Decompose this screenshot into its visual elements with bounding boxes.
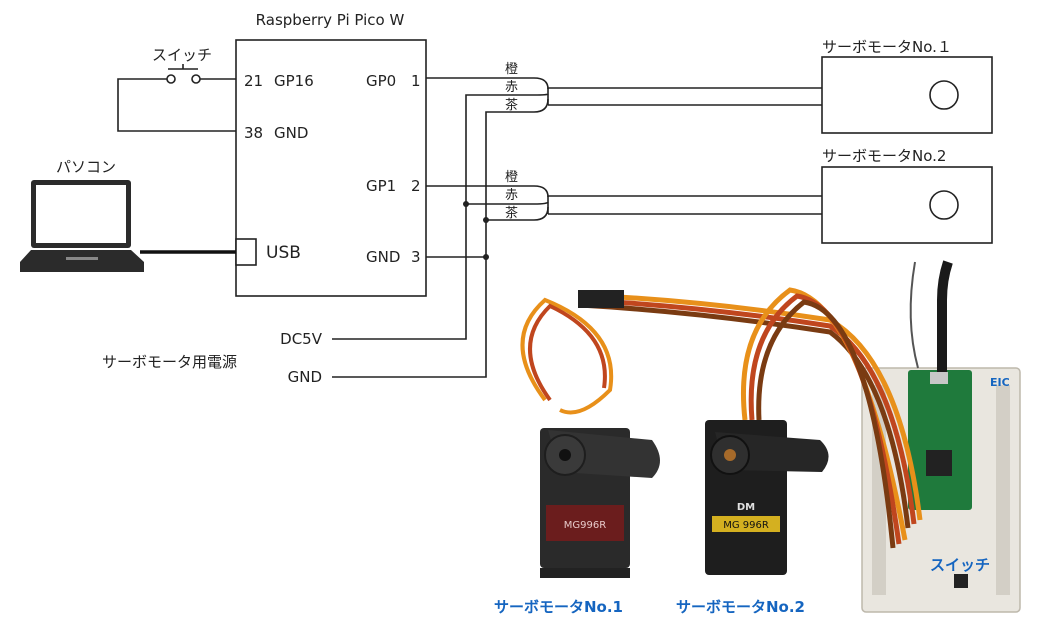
wire1-color-orange: 橙 bbox=[505, 62, 518, 77]
pin-3-number: 3 bbox=[411, 248, 421, 266]
pico-board bbox=[235, 39, 427, 297]
servo2-label: サーボモータNo.2 bbox=[822, 147, 946, 165]
junction-gnd3 bbox=[483, 254, 489, 260]
wire2-color-red: 赤 bbox=[505, 188, 518, 203]
wire2-color-brown: 茶 bbox=[505, 205, 518, 221]
servo1-horn bbox=[929, 80, 959, 110]
servo1-label: サーボモータNo.１ bbox=[822, 38, 952, 56]
pin-gp1-label: GP1 bbox=[366, 177, 396, 195]
pin-gnd-right-label: GND bbox=[366, 248, 400, 266]
wire1-color-brown: 茶 bbox=[505, 97, 518, 113]
pin-38-number: 38 bbox=[244, 124, 263, 142]
photo-servo2-caption: サーボモータNo.2 bbox=[676, 598, 805, 616]
switch-label: スイッチ bbox=[152, 46, 212, 64]
servo1-sticker-text: MG996R bbox=[564, 520, 606, 531]
power-gnd-label: GND bbox=[288, 368, 322, 386]
servo2-sticker bbox=[712, 516, 780, 532]
servo2-horn bbox=[929, 190, 959, 220]
pc-label: パソコン bbox=[56, 158, 116, 176]
servo1-cable-red bbox=[579, 297, 917, 525]
servo2-sticker-text: MG 996R bbox=[723, 520, 769, 531]
hardware-photo: EIC MG996R DM MG 996R bbox=[494, 260, 1021, 616]
servo-connector bbox=[578, 290, 624, 308]
pico-pcb bbox=[908, 370, 972, 510]
pico-usb-port bbox=[930, 372, 948, 384]
pin-gp0-label: GP0 bbox=[366, 72, 396, 90]
servo2-box bbox=[821, 166, 993, 244]
servo1-sticker bbox=[546, 505, 624, 541]
wire-switch-gnd bbox=[117, 78, 236, 132]
servo1-box bbox=[821, 56, 993, 134]
pico-chip bbox=[926, 450, 952, 476]
laptop-icon bbox=[20, 180, 144, 272]
servo2-cable-brown bbox=[756, 299, 896, 549]
pin-gnd-left-label: GND bbox=[274, 124, 308, 142]
breadboard-logo: EIC bbox=[990, 376, 1010, 389]
usb-connector bbox=[235, 238, 257, 266]
photo-switch-caption: スイッチ bbox=[930, 556, 990, 574]
usb-label: USB bbox=[266, 243, 301, 263]
wire1-color-red: 赤 bbox=[505, 80, 518, 95]
dc5v-label: DC5V bbox=[280, 330, 323, 348]
pin-gp16-label: GP16 bbox=[274, 72, 314, 90]
switch-symbol bbox=[166, 64, 201, 84]
pin-21-number: 21 bbox=[244, 72, 263, 90]
servo2-brand: DM bbox=[737, 502, 755, 513]
wire-gp0 bbox=[426, 77, 549, 90]
servo-power-label: サーボモータ用電源 bbox=[102, 353, 237, 371]
board-title: Raspberry Pi Pico W bbox=[256, 11, 405, 29]
servo1-cable-brown bbox=[579, 302, 911, 529]
pin-1-number: 1 bbox=[411, 72, 421, 90]
wire-gp1 bbox=[426, 185, 549, 198]
photo-switch bbox=[954, 574, 968, 588]
usb-cable-photo bbox=[937, 260, 953, 372]
wire2-color-orange: 橙 bbox=[505, 170, 518, 185]
pin-2-number: 2 bbox=[411, 177, 421, 195]
junction-dc5v bbox=[463, 201, 469, 207]
junction-gnd-servo2 bbox=[483, 217, 489, 223]
photo-servo1-caption: サーボモータNo.1 bbox=[494, 598, 623, 616]
